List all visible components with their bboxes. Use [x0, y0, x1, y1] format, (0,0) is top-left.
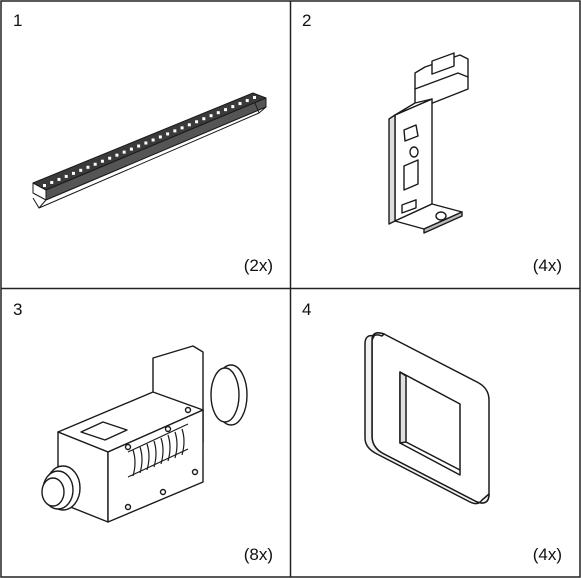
- part-quantity: (8x): [243, 545, 273, 564]
- rail-hole: [50, 180, 54, 184]
- rail-hole: [115, 153, 119, 157]
- rail-hole: [144, 141, 148, 145]
- rail-hole: [216, 111, 220, 115]
- rail-hole: [64, 174, 68, 178]
- part-cell-2: 2: [292, 3, 578, 288]
- rail-hole: [151, 138, 155, 142]
- rail-strip-drawing: [32, 92, 267, 209]
- part-number: 1: [13, 11, 23, 30]
- rail-hole: [122, 150, 126, 154]
- rail-hole: [224, 108, 228, 112]
- part-quantity: (4x): [532, 545, 562, 564]
- part-quantity: (4x): [532, 256, 562, 275]
- rail-hole: [57, 177, 61, 181]
- rail-hole: [231, 105, 235, 109]
- part-number: 2: [302, 11, 312, 30]
- rail-hole: [173, 129, 177, 133]
- rail-hole: [238, 102, 242, 106]
- rail-hole: [137, 144, 141, 148]
- rail-hole: [129, 147, 133, 151]
- rail-hole: [195, 120, 199, 124]
- rail-hole: [86, 165, 90, 169]
- part-cell-4: 4 (4x): [292, 292, 578, 577]
- rail-hole: [209, 114, 213, 118]
- rail-hole: [187, 123, 191, 127]
- rail-hole: [43, 184, 46, 187]
- rail-hole: [180, 126, 184, 130]
- rail-hole: [202, 117, 206, 121]
- rail-hole: [166, 132, 170, 136]
- rail-hole: [93, 162, 97, 166]
- part-cell-1: 1 (2x): [3, 3, 289, 288]
- rail-hole: [253, 96, 256, 99]
- bracket-drawing: [388, 52, 469, 234]
- rail-hole: [245, 99, 249, 103]
- part-number: 4: [302, 300, 312, 319]
- rail-hole: [158, 135, 162, 139]
- part-number: 3: [13, 300, 23, 319]
- part-quantity: (2x): [243, 256, 273, 275]
- square-gasket-drawing: [364, 332, 490, 505]
- rail-hole: [71, 171, 75, 175]
- rail-hole: [100, 159, 104, 163]
- spring-mount-drawing: [41, 345, 248, 523]
- part-cell-3: 3: [3, 292, 289, 577]
- rail-hole: [108, 156, 112, 160]
- rail-hole: [79, 168, 83, 172]
